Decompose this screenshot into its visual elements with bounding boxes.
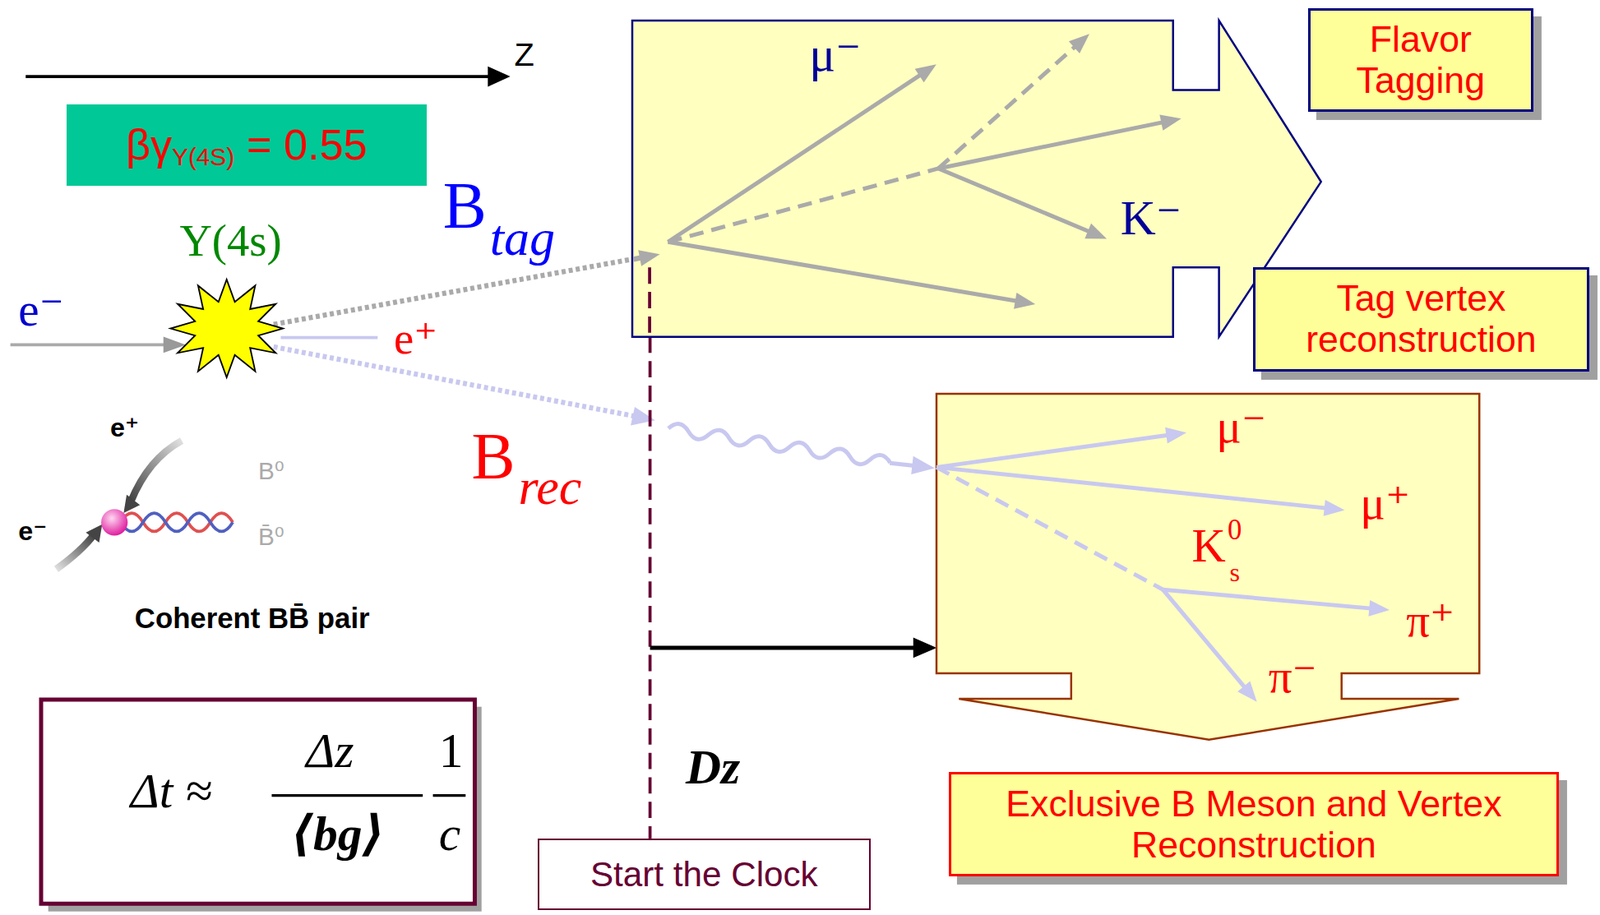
coherent-pair-icon (55, 440, 233, 569)
particle-track (648, 267, 653, 337)
meson-subscript: rec (517, 461, 582, 513)
meson-label: B̄⁰ (258, 524, 285, 550)
box-label: Flavor Tagging (1316, 18, 1525, 102)
particle-track (936, 467, 1164, 590)
start-clock-box: Start the Clock (537, 838, 871, 911)
track-arrowhead (1323, 499, 1346, 517)
particle-label: μ⁻ (809, 30, 861, 80)
box-label: Start the Clock (590, 855, 819, 894)
tag-side-region: μ⁻ K⁻ (632, 20, 1322, 338)
box-label: Exclusive B Meson and Vertex Reconstruct… (957, 783, 1551, 866)
track-arrowhead (1068, 33, 1090, 54)
z-axis (25, 66, 510, 88)
particle-track (432, 794, 466, 797)
particle-track (938, 168, 1091, 232)
resonance-label: Y(4s) (179, 218, 282, 264)
meson-label: B (443, 173, 487, 239)
formula-denominator: c (439, 809, 461, 860)
node-outline (41, 699, 475, 904)
caption-label: Coherent BB̄ pair (134, 604, 370, 634)
charge-superscript: 0 (1227, 516, 1242, 546)
particle-track (633, 257, 643, 259)
particle-track (938, 121, 1164, 168)
particle-track (668, 168, 939, 242)
outline-shape (41, 699, 475, 904)
resonance-subscript: Y(4S) (171, 144, 235, 170)
beam-label: e⁺ (110, 414, 139, 441)
beam-label: e⁺ (393, 316, 438, 362)
reco-side-region: μ⁻ μ⁺ K0 s π⁺ π⁻ (936, 393, 1480, 740)
axis-label: Z (514, 38, 535, 72)
particle-track (668, 74, 922, 243)
outline-shape (936, 393, 1480, 740)
particle-label: π⁺ (1405, 596, 1455, 644)
meson-label: B (471, 424, 515, 490)
particle-label: μ⁺ (1359, 479, 1411, 527)
particle-track (1163, 589, 1372, 609)
displacement-label: Dz (685, 743, 740, 793)
particle-track (938, 46, 1077, 169)
box-label: Tag vertex reconstruction (1261, 277, 1581, 361)
beam-label: e⁻ (18, 286, 64, 333)
track-arrowhead (1368, 600, 1391, 617)
clock-markers (650, 336, 938, 838)
meson-subscript: tag (490, 212, 555, 264)
formula-numerator: 1 (439, 726, 464, 777)
formula-box: Δt ≈ Δz ⟨bg⟩ 1 c (41, 699, 475, 904)
track-arrowhead (1165, 427, 1187, 444)
particle-subscript: s (1229, 559, 1240, 586)
flavor-tagging-box: Flavor Tagging (1308, 8, 1534, 112)
particle-label: μ⁻ (1216, 402, 1267, 450)
particle-track (271, 794, 423, 797)
formula-lhs: Δt ≈ (130, 767, 213, 817)
boost-value: = 0.55 (246, 123, 367, 167)
particle-label: K⁻ (1120, 194, 1182, 244)
exclusive-reconstruction-box: Exclusive B Meson and Vertex Reconstruct… (948, 772, 1559, 876)
particle-label: π⁻ (1268, 652, 1318, 700)
parameter-box: βγY(4S) = 0.55 (66, 104, 427, 186)
formula-denominator: ⟨bg⟩ (291, 809, 385, 860)
boost-symbol: βγ (125, 123, 172, 167)
meson-label: B⁰ (258, 458, 285, 484)
particle-label: K (1192, 522, 1226, 569)
outline-shape (632, 20, 1322, 338)
beam-label: e⁻ (18, 517, 47, 545)
node-outline (632, 20, 1322, 338)
tag-vertex-box: Tag vertex reconstruction (1253, 267, 1590, 371)
particle-track (1163, 589, 1246, 688)
particle-track (936, 467, 1327, 509)
collision-star (170, 279, 283, 378)
formula-numerator: Δz (305, 726, 354, 777)
particle-track (936, 434, 1169, 468)
track-arrowhead (915, 64, 937, 83)
particle-track (668, 241, 1018, 301)
